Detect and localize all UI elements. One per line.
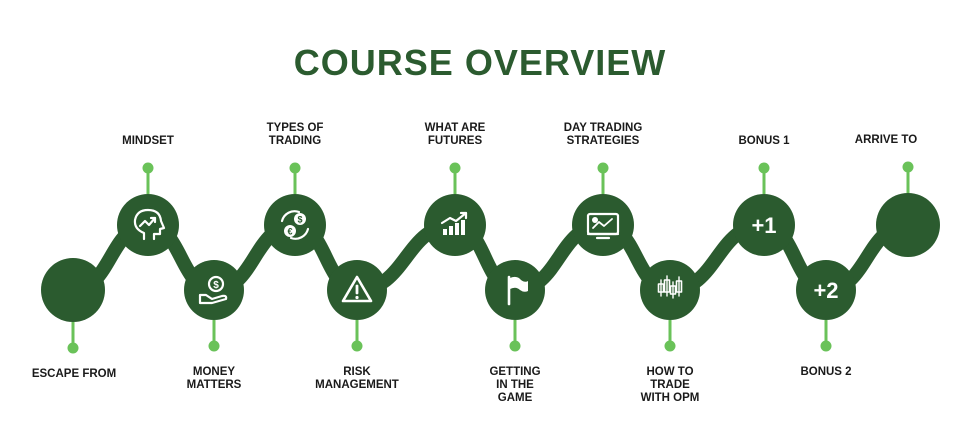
step-node <box>876 161 940 257</box>
chart-monitor-icon <box>586 212 620 240</box>
step-node <box>485 260 545 352</box>
step-label: MINDSET <box>122 135 174 147</box>
step-node: $ <box>184 260 244 352</box>
step-label: TYPES OF TRADING <box>266 122 324 147</box>
money-hand-icon: $ <box>198 275 228 305</box>
step-circle <box>796 260 856 320</box>
svg-text:$: $ <box>297 215 302 225</box>
mindset-head-icon <box>133 208 166 241</box>
step-label: HOW TO TRADE WITH OPM <box>640 366 700 404</box>
step-dot <box>820 340 832 352</box>
step-node: +1 <box>733 162 795 256</box>
bonus-badge: +2 <box>813 278 838 303</box>
step-dot <box>509 340 521 352</box>
currency-exchange-icon: $€ <box>280 210 310 240</box>
step-node <box>424 162 486 256</box>
candlestick-icon <box>657 275 683 299</box>
step-dot <box>351 340 363 352</box>
page-title: COURSE OVERVIEW <box>293 42 667 83</box>
step-node: +2 <box>796 260 856 352</box>
step-circle <box>733 194 795 256</box>
step-node <box>327 260 387 352</box>
flag-icon <box>507 275 528 306</box>
step-dot <box>664 340 676 352</box>
step-dot <box>758 162 770 174</box>
growth-bars-icon <box>440 211 468 235</box>
svg-text:€: € <box>287 227 292 237</box>
step-label: ARRIVE TO <box>854 134 918 146</box>
svg-text:$: $ <box>213 280 219 291</box>
step-node: $€ <box>264 162 326 256</box>
step-dot <box>142 162 154 174</box>
step-node <box>572 162 634 256</box>
step-dot <box>449 162 461 174</box>
step-label: GETTING IN THE GAME <box>489 366 541 404</box>
step-label: BONUS 1 <box>738 135 790 147</box>
step-dot <box>597 162 609 174</box>
step-node <box>41 258 105 354</box>
warning-icon <box>341 275 373 303</box>
step-node <box>117 162 179 256</box>
bonus-badge: +1 <box>751 213 776 238</box>
step-label: RISK MANAGEMENT <box>315 366 399 391</box>
step-dot <box>902 161 914 173</box>
step-dot <box>289 162 301 174</box>
step-circle <box>485 260 545 320</box>
step-label: DAY TRADING STRATEGIES <box>563 122 643 147</box>
step-label: WHAT ARE FUTURES <box>424 122 486 147</box>
step-circle <box>41 258 105 322</box>
step-label: BONUS 2 <box>800 366 852 378</box>
step-label: MONEY MATTERS <box>186 366 242 391</box>
step-dot <box>208 340 220 352</box>
step-circle <box>876 193 940 257</box>
step-circle <box>264 194 326 256</box>
step-label: ESCAPE FROM <box>31 368 117 380</box>
step-dot <box>67 342 79 354</box>
step-node <box>640 260 700 352</box>
